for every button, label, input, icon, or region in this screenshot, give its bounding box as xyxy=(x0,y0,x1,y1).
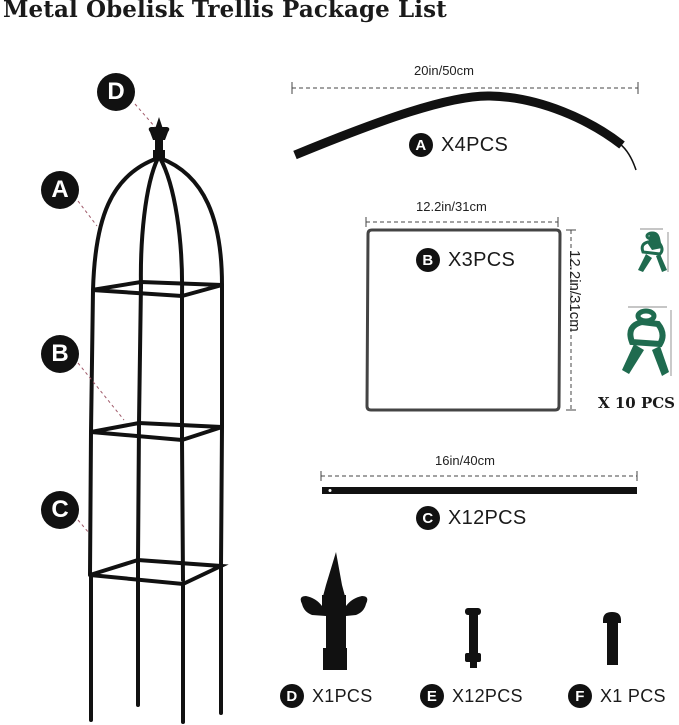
part-b-quantity-label: B X3PCS xyxy=(416,248,515,272)
part-c-quantity: X12PCS xyxy=(448,506,527,529)
obelisk-callout-b: B xyxy=(41,335,79,373)
page-title: Metal Obelisk Trellis Package List xyxy=(3,0,447,23)
part-c-quantity-label: C X12PCS xyxy=(416,506,527,530)
part-f-illustration xyxy=(603,612,621,665)
part-a-illustration xyxy=(291,82,639,171)
part-e-quantity: X12PCS xyxy=(452,685,523,706)
part-c-illustration xyxy=(320,471,638,494)
plant-clips-illustration xyxy=(622,228,672,376)
obelisk-callout-c: C xyxy=(41,491,79,529)
part-e-badge: E xyxy=(420,684,444,708)
obelisk-callout-a: A xyxy=(41,171,79,209)
obelisk-callout-d: D xyxy=(97,73,135,111)
part-d-illustration xyxy=(300,552,368,670)
part-e-illustration xyxy=(465,608,481,668)
part-e-quantity-label: E X12PCS xyxy=(420,684,523,708)
callout-leaders xyxy=(77,103,156,534)
part-d-badge: D xyxy=(280,684,304,708)
obelisk-trellis xyxy=(88,117,229,724)
part-b-illustration xyxy=(365,217,576,412)
part-d-quantity-label: D X1PCS xyxy=(280,684,373,708)
clip-small xyxy=(638,228,669,272)
part-f-quantity-label: F X1 PCS xyxy=(568,684,666,708)
part-f-badge: F xyxy=(568,684,592,708)
part-a-quantity: X4PCS xyxy=(441,133,509,156)
part-b-badge: B xyxy=(416,248,440,272)
part-f-quantity: X1 PCS xyxy=(600,685,666,706)
obelisk-finial xyxy=(148,117,170,158)
part-a-badge: A xyxy=(409,133,433,157)
part-b-width-dimension: 12.2in/31cm xyxy=(416,199,487,214)
part-d-quantity: X1PCS xyxy=(312,685,373,706)
part-b-quantity: X3PCS xyxy=(448,248,516,271)
part-b-height-dimension: 12.2in/31cm xyxy=(566,250,583,332)
part-a-quantity-label: A X4PCS xyxy=(409,133,508,157)
part-c-dimension: 16in/40cm xyxy=(435,453,495,468)
part-c-badge: C xyxy=(416,506,440,530)
part-a-dimension: 20in/50cm xyxy=(414,63,474,78)
clip-large xyxy=(622,306,672,376)
clips-quantity: X 10 PCS xyxy=(598,394,676,412)
